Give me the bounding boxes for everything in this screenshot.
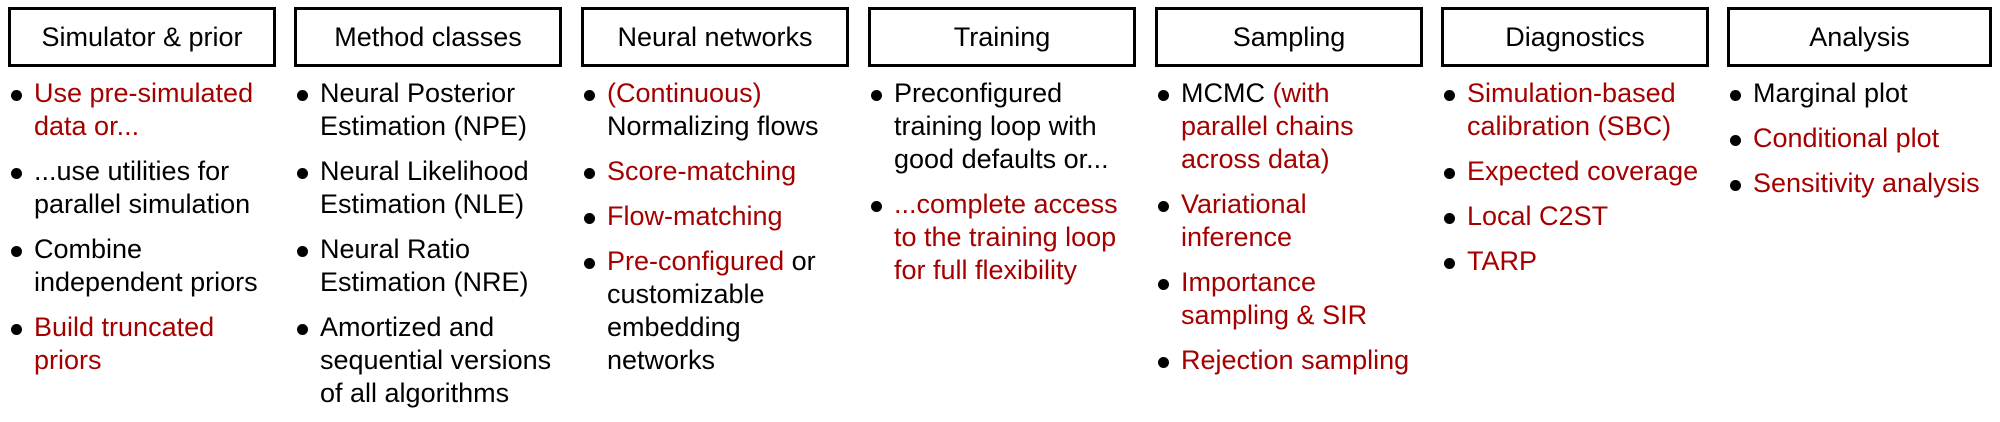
- column-header: Simulator & prior: [8, 7, 276, 67]
- highlighted-text: (Continuous): [607, 78, 762, 108]
- feature-item: Score-matching: [581, 155, 849, 188]
- highlighted-text: Expected coverage: [1467, 156, 1699, 186]
- column-header: Analysis: [1727, 7, 1992, 67]
- text: Preconfigured training loop with good de…: [894, 78, 1109, 174]
- column-header: Sampling: [1155, 7, 1423, 67]
- highlighted-text: Score-matching: [607, 156, 797, 186]
- feature-item: Use pre-simulated data or...: [8, 77, 276, 143]
- highlighted-text: Flow-matching: [607, 201, 783, 231]
- column-header: Diagnostics: [1441, 7, 1709, 67]
- highlighted-text: Variational inference: [1181, 189, 1307, 252]
- text: Normalizing flows: [607, 111, 819, 141]
- text: MCMC: [1181, 78, 1273, 108]
- feature-item: ...use utilities for parallel simulation: [8, 155, 276, 221]
- feature-item: Variational inference: [1155, 188, 1423, 254]
- column-header: Training: [868, 7, 1136, 67]
- text: Neural Ratio Estimation (NRE): [320, 234, 529, 297]
- feature-item: Importance sampling & SIR: [1155, 266, 1423, 332]
- text: Combine independent priors: [34, 234, 258, 297]
- highlighted-text: Local C2ST: [1467, 201, 1609, 231]
- feature-item: Build truncated priors: [8, 311, 276, 377]
- feature-item: Conditional plot: [1727, 122, 1992, 155]
- text: Amortized and sequential versions of all…: [320, 312, 552, 408]
- feature-item: MCMC (with parallel chains across data): [1155, 77, 1423, 176]
- highlighted-text: Rejection sampling: [1181, 345, 1410, 375]
- feature-item: Local C2ST: [1441, 200, 1709, 233]
- highlighted-text: (with parallel chains across data): [1181, 78, 1354, 174]
- feature-list: MCMC (with parallel chains across data) V…: [1155, 77, 1423, 377]
- feature-item: Expected coverage: [1441, 155, 1709, 188]
- feature-item: Neural Posterior Estimation (NPE): [294, 77, 562, 143]
- feature-list: Simulation-based calibration (SBC) Expect…: [1441, 77, 1709, 278]
- feature-item: Amortized and sequential versions of all…: [294, 311, 562, 410]
- highlighted-text: Simulation-based calibration (SBC): [1467, 78, 1676, 141]
- highlighted-text: Use pre-simulated data or...: [34, 78, 254, 141]
- feature-item: Neural Likelihood Estimation (NLE): [294, 155, 562, 221]
- highlighted-text: Build truncated priors: [34, 312, 215, 375]
- feature-item: Neural Ratio Estimation (NRE): [294, 233, 562, 299]
- feature-list: Neural Posterior Estimation (NPE) Neural …: [294, 77, 562, 410]
- text: Neural Likelihood Estimation (NLE): [320, 156, 529, 219]
- feature-list: Use pre-simulated data or... ...use utili…: [8, 77, 276, 377]
- feature-item: Sensitivity analysis: [1727, 167, 1992, 200]
- text: or customizable embedding networks: [607, 246, 816, 375]
- column-header: Method classes: [294, 7, 562, 67]
- feature-item: Pre-configured or customizable embedding…: [581, 245, 849, 377]
- highlighted-text: TARP: [1467, 246, 1538, 276]
- feature-item: Rejection sampling: [1155, 344, 1423, 377]
- text: Marginal plot: [1753, 78, 1908, 108]
- text: Neural Posterior Estimation (NPE): [320, 78, 528, 141]
- highlighted-text: Conditional plot: [1753, 123, 1940, 153]
- text: ...use utilities for parallel simulation: [34, 156, 251, 219]
- highlighted-text: ...complete access to the training loop …: [894, 189, 1118, 285]
- feature-item: Marginal plot: [1727, 77, 1992, 110]
- feature-item: Preconfigured training loop with good de…: [868, 77, 1136, 176]
- feature-item: ...complete access to the training loop …: [868, 188, 1136, 287]
- feature-item: Simulation-based calibration (SBC): [1441, 77, 1709, 143]
- feature-item: TARP: [1441, 245, 1709, 278]
- highlighted-text: Importance sampling & SIR: [1181, 267, 1368, 330]
- column-header: Neural networks: [581, 7, 849, 67]
- feature-item: (Continuous) Normalizing flows: [581, 77, 849, 143]
- feature-item: Flow-matching: [581, 200, 849, 233]
- feature-list: Preconfigured training loop with good de…: [868, 77, 1136, 287]
- column-neural-networks: Neural networks (Continuous) Normalizing …: [581, 7, 849, 389]
- feature-item: Combine independent priors: [8, 233, 276, 299]
- highlighted-text: Pre-configured: [607, 246, 785, 276]
- highlighted-text: Sensitivity analysis: [1753, 168, 1980, 198]
